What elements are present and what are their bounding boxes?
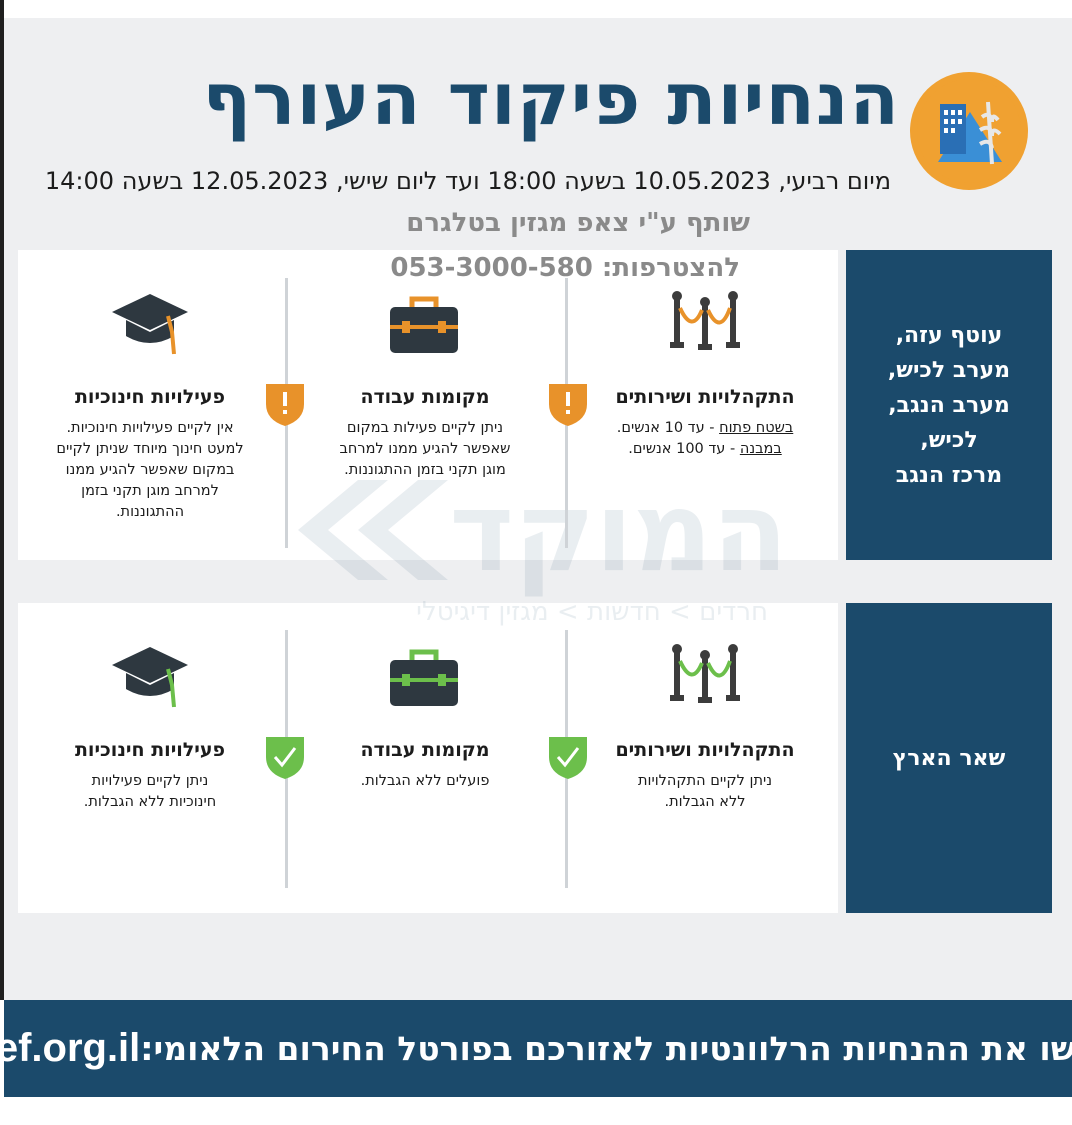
column-heading: מקומות עבודה: [360, 739, 490, 761]
graduation-cap-icon: [112, 294, 188, 355]
warning-shield-icon: [266, 384, 304, 426]
region-box-rest: שאר הארץ: [846, 603, 1052, 913]
column-gatherings: התקהלויות ושירותים בשטח פתוח - עד 10 אנש…: [585, 382, 825, 460]
watermark-phone: להצטרפות: 053-3000-580: [390, 253, 740, 283]
bottom-band: [0, 1097, 1072, 1125]
home-front-command-logo: [910, 72, 1028, 190]
limit-text: - עד 100 אנשים.: [628, 441, 740, 457]
column-gatherings: התקהלויות ושירותים ניתן לקיים התקהלויות …: [585, 735, 825, 813]
column-text: פועלים ללא הגבלות.: [305, 771, 545, 792]
validity-dates: מיום רביעי, 10.05.2023 בשעה 18:00 ועד לי…: [44, 167, 891, 195]
left-edge: [0, 0, 4, 1000]
column-text: אין לקיים פעילויות חינוכיות. למעט חינוך …: [30, 418, 270, 523]
region-line: מרכז הנגב: [895, 462, 1003, 488]
region-line: מערב לכיש,: [887, 357, 1011, 383]
text-line: ניתן לקיים התקהלויות: [637, 773, 773, 789]
limit-text: - עד 10 אנשים.: [616, 420, 720, 436]
column-workplaces: מקומות עבודה ניתן לקיים פעילות במקום שאפ…: [305, 382, 545, 481]
column-heading: התקהלויות ושירותים: [615, 739, 795, 761]
column-heading: התקהלויות ושירותים: [615, 386, 795, 408]
text-line: למרחב מוגן תקני בזמן: [81, 483, 219, 499]
column-education: פעילויות חינוכיות אין לקיים פעילויות חינ…: [30, 382, 270, 523]
text-line: פועלים ללא הגבלות.: [360, 773, 490, 789]
region-line: עוטף עזה,: [895, 322, 1003, 348]
graduation-cap-icon: [112, 647, 188, 708]
footer-banner: חפשו את ההנחיות הרלוונטיות לאזורכם בפורט…: [0, 1000, 1072, 1097]
brand-watermark-graphic: המוקד חרדים > חדשות > מגזין דיגיטלי: [298, 468, 788, 627]
text-line: ניתן לקיים פעילות במקום: [346, 420, 504, 436]
text-line: חינוכיות ללא הגבלות.: [83, 794, 217, 810]
underlined-term: בשטח פתוח: [719, 420, 794, 436]
footer-url-link[interactable]: oref.org.il: [0, 1026, 141, 1070]
column-workplaces: מקומות עבודה פועלים ללא הגבלות.: [305, 735, 545, 792]
column-heading: פעילויות חינוכיות: [74, 386, 226, 408]
region-line: שאר הארץ: [892, 745, 1006, 771]
text-line: שאפשר להגיע ממנו למרחב: [339, 441, 511, 457]
column-text: ניתן לקיים פעילויות חינוכיות ללא הגבלות.: [30, 771, 270, 813]
column-text: ניתן לקיים פעילות במקום שאפשר להגיע ממנו…: [305, 418, 545, 481]
column-heading: פעילויות חינוכיות: [74, 739, 226, 761]
text-line: ההתגוננות.: [115, 504, 185, 520]
text-line: במקום שאפשר להגיע ממנו: [65, 462, 235, 478]
stanchion-icon: [670, 644, 740, 703]
column-education: פעילויות חינוכיות ניתן לקיים פעילויות חי…: [30, 735, 270, 813]
brand-watermark-text: המוקד: [449, 468, 788, 596]
brand-watermark-tagline: חרדים > חדשות > מגזין דיגיטלי: [416, 597, 768, 627]
text-line: מוגן תקני בזמן ההתגוננות.: [344, 462, 506, 478]
text-line: ניתן לקיים פעילויות: [91, 773, 209, 789]
text-line: ללא הגבלות.: [664, 794, 746, 810]
footer-text: חפשו את ההנחיות הרלוונטיות לאזורכם בפורט…: [140, 1029, 1072, 1068]
watermark-telegram: שותף ע"י צאפ מגזין בטלגרם: [406, 208, 750, 238]
warning-shield-icon: [549, 384, 587, 426]
page-title: הנחיות פיקוד העורף: [202, 57, 900, 141]
column-text: ניתן לקיים התקהלויות ללא הגבלות.: [585, 771, 825, 813]
stanchion-icon: [670, 291, 740, 350]
text-line: למעט חינוך מיוחד שניתן לקיים: [56, 441, 244, 457]
column-heading: מקומות עבודה: [360, 386, 490, 408]
region-line: לכיש,: [920, 427, 978, 453]
region-box-south: עוטף עזה, מערב לכיש, מערב הנגב, לכיש, מר…: [846, 250, 1052, 560]
check-shield-icon: [549, 737, 587, 779]
column-text: בשטח פתוח - עד 10 אנשים. במבנה - עד 100 …: [585, 418, 825, 460]
briefcase-icon: [390, 296, 458, 353]
text-line: אין לקיים פעילויות חינוכיות.: [66, 420, 234, 436]
briefcase-icon: [390, 649, 458, 706]
underlined-term: במבנה: [739, 441, 782, 457]
top-band: [4, 0, 1072, 18]
region-line: מערב הנגב,: [888, 392, 1010, 418]
check-shield-icon: [266, 737, 304, 779]
